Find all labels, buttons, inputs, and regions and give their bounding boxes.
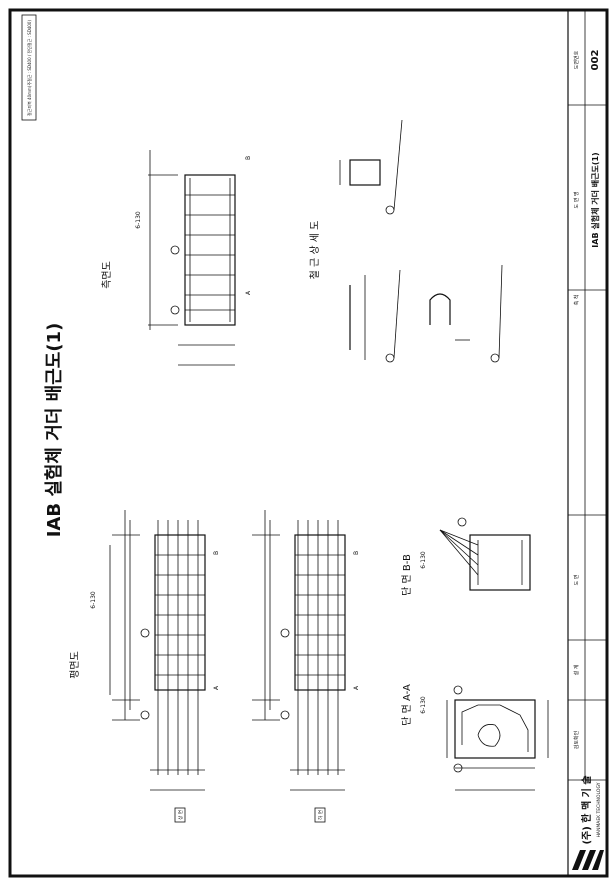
side-view-drawing	[148, 150, 236, 366]
section-aa-drawing	[446, 685, 549, 791]
rebar-detail-label: 철 근 상 세 도	[309, 221, 321, 280]
plan-spacing: 6-130	[90, 591, 97, 609]
lower-surface-label: 하 면	[317, 810, 324, 820]
side-view-label: 측면도	[101, 261, 113, 289]
cut-b-upper: B	[213, 551, 220, 555]
lower-surface-tag	[314, 807, 326, 823]
section-aa-spacing: 6-130	[420, 696, 427, 714]
section-bb-spacing: 6-130	[420, 551, 427, 569]
rebar-detail-drawing	[339, 119, 503, 363]
side-spacing: 6-130	[135, 211, 142, 229]
plan-girder-lower	[252, 510, 346, 791]
section-bb-drawing	[439, 517, 531, 591]
label-scale: 축 척	[573, 295, 580, 306]
notes-box	[21, 14, 37, 121]
cut-a-upper: A	[213, 685, 220, 690]
label-check: 검토확인	[573, 730, 580, 749]
cut-b-lower: B	[353, 551, 360, 555]
drawing-title-small: IAB 실험체 거더 배근도(1)	[590, 152, 600, 247]
plan-girder-upper	[109, 510, 206, 791]
label-drawing-no: 도면번호	[573, 50, 580, 69]
sheet-border	[8, 8, 609, 878]
title-block	[568, 10, 607, 781]
main-title: IAB 실험체 거더 배근도(1)	[43, 323, 65, 538]
label-review: 도 면	[573, 574, 580, 585]
upper-surface-label: 상 면	[177, 810, 184, 820]
section-aa-label: 단 면 A-A	[401, 684, 413, 726]
plan-view-label: 평면도	[69, 651, 81, 679]
label-design: 설 계	[573, 664, 580, 675]
notes-text: 철근피복 40mm(주철근 : SD400 / 전단철근 : SD400)	[26, 20, 32, 116]
cut-a-lower: A	[353, 685, 360, 690]
company-logo-icon	[572, 850, 604, 870]
section-bb-label: 단 면 B-B	[401, 554, 413, 596]
company-name: (주) 한 맥 기 술	[580, 775, 593, 844]
company-subtitle: HANMAEK TECHNOLOGY	[596, 782, 602, 837]
label-drawing-name: 도 면 명	[573, 192, 580, 209]
drawing-number: 002	[590, 50, 601, 71]
upper-surface-tag	[174, 807, 186, 823]
side-cut-a: A	[245, 290, 252, 295]
side-cut-b: B	[245, 156, 252, 160]
